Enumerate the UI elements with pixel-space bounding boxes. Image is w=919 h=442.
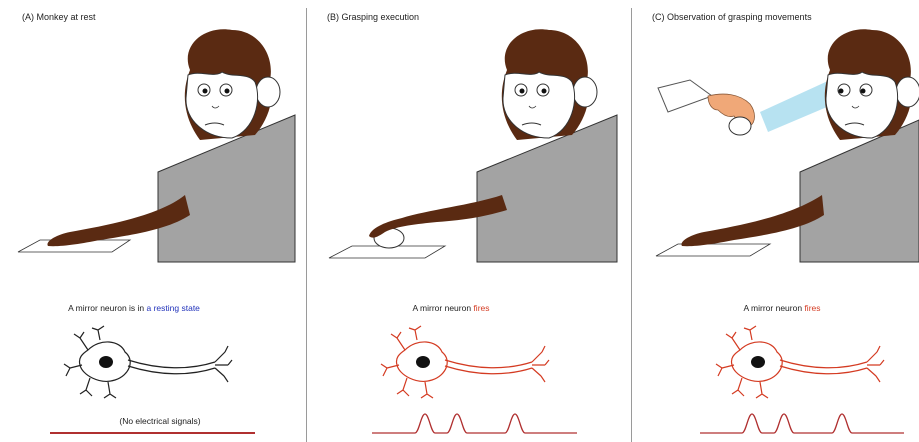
monkey-arm <box>681 195 824 247</box>
signal-note: (No electrical signals) <box>119 416 201 426</box>
spike-train <box>700 413 904 434</box>
monkey-head <box>824 29 919 140</box>
signal-baseline <box>50 432 255 434</box>
chair <box>799 119 919 263</box>
monkey-illustration <box>17 29 296 263</box>
neuron-caption: A mirror neuron is in a resting state <box>68 303 200 313</box>
monkey-arm <box>369 195 507 238</box>
panel-title: (C) Observation of grasping movements <box>652 12 812 22</box>
caption-highlight: fires <box>804 303 821 313</box>
panel-c: (C) Observation of grasping movements A … <box>632 0 919 442</box>
spike-train <box>372 413 577 434</box>
panel-divider-1 <box>306 8 307 442</box>
panel-b: (B) Grasping execution A mirror neuron f… <box>307 0 631 442</box>
panel-divider-2 <box>631 8 632 442</box>
human-hand <box>657 79 755 136</box>
caption-text: A mirror neuron <box>743 303 805 313</box>
monkey-arm <box>47 195 190 247</box>
panel-title: (A) Monkey at rest <box>22 12 96 22</box>
monkey-illustration <box>328 29 618 263</box>
neuron-caption: A mirror neuron fires <box>412 303 489 313</box>
panel-a: (A) Monkey at rest A mirror neuron is in… <box>0 0 306 442</box>
caption-text: A mirror neuron is in <box>68 303 147 313</box>
panel-title: (B) Grasping execution <box>327 12 420 22</box>
neuron-diagram <box>380 325 550 399</box>
neuron-caption: A mirror neuron fires <box>743 303 820 313</box>
caption-text: A mirror neuron <box>412 303 474 313</box>
monkey-head <box>184 29 281 140</box>
table-paper <box>655 243 772 257</box>
monkey-head <box>501 29 598 140</box>
gaze-beam <box>760 80 834 132</box>
caption-highlight: a resting state <box>146 303 200 313</box>
table-paper <box>17 239 132 253</box>
table-paper <box>328 245 447 259</box>
monkey-illustration <box>655 29 919 263</box>
neuron-diagram <box>63 325 233 399</box>
grasped-object <box>728 116 752 136</box>
caption-highlight: fires <box>473 303 490 313</box>
neuron-diagram <box>715 325 885 399</box>
